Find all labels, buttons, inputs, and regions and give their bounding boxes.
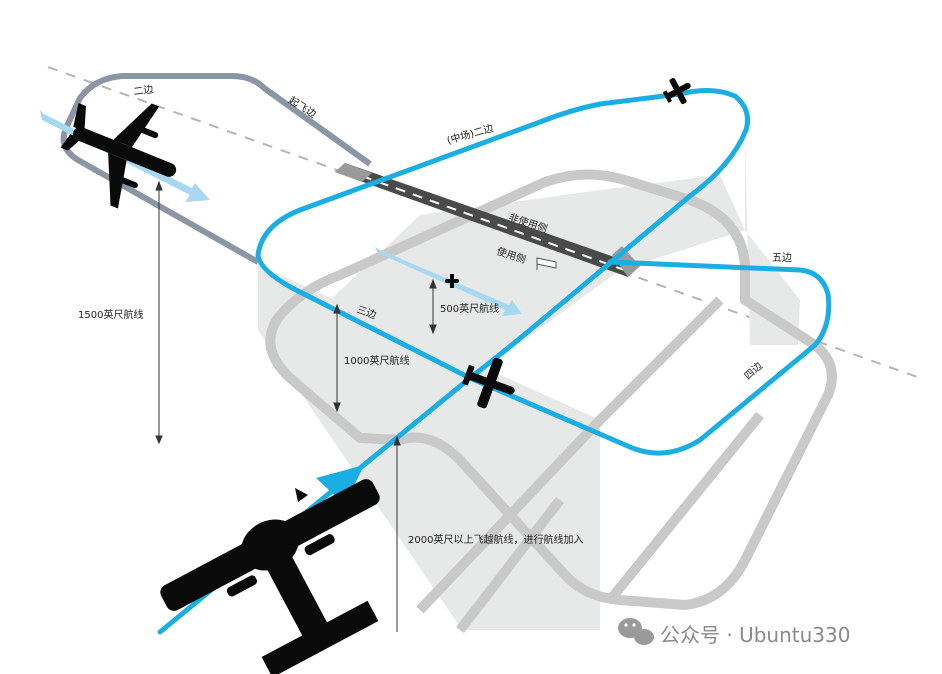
label-crosswind: 二边 [133,83,154,98]
label-1500ft: 1500英尺航线 [78,308,143,321]
label-500ft: 500英尺航线 [440,302,499,315]
blue-traffic-pattern [157,88,832,635]
wind-sock-icon [536,257,557,270]
direction-arrow-icon [316,465,364,505]
shaded-area-right [745,130,800,345]
altitude-markers [155,180,437,632]
label-base: 四边 [742,360,765,382]
aircraft-icon [60,77,691,674]
label-2000ft: 2000英尺以上飞越航线，进行航线加入 [408,533,583,546]
wechat-icon [618,618,654,645]
watermark: 公众号 · Ubuntu330 [618,618,850,647]
watermark-prefix: 公众号 · [660,623,739,647]
watermark-name: Ubuntu330 [739,623,850,647]
label-final: 五边 [772,252,792,264]
svg-text:公众号 · Ubuntu330: 公众号 · Ubuntu330 [660,623,850,647]
label-1000ft: 1000英尺航线 [344,354,409,367]
